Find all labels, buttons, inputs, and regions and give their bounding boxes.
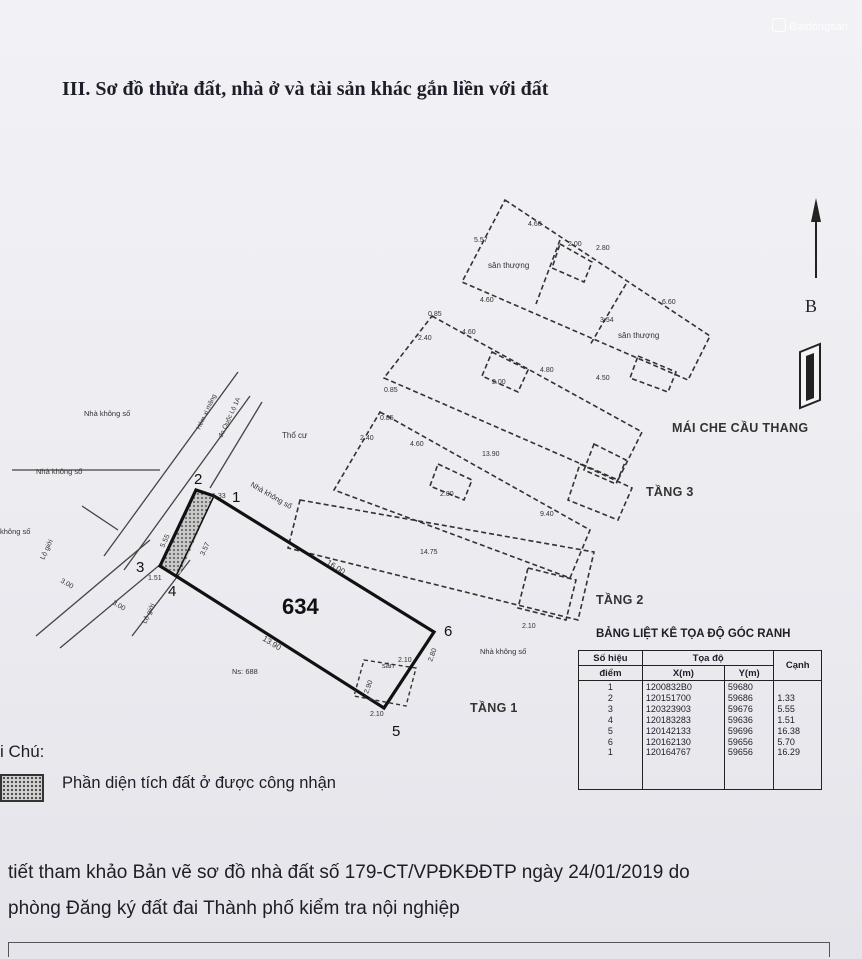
parcel-number: 634 [282, 594, 319, 619]
floor-label-2: TẦNG 2 [596, 592, 644, 607]
row-label-2: Lộ giới [141, 602, 157, 625]
dim-cover-450: 4.50 [596, 375, 610, 382]
header-x: X(m) [641, 665, 725, 681]
dim-151: 1.51 [148, 575, 162, 582]
dim-f3-940: 9.40 [540, 511, 554, 518]
header-point: Số hiệu [578, 650, 643, 666]
coords-table-title: BẢNG LIỆT KÊ TỌA ĐỘ GÓC RANH [596, 628, 791, 640]
dim-f2-210: 2.10 [522, 623, 536, 630]
dim-top-1600: 16.00 [325, 558, 347, 577]
floor-label-roof: MÁI CHE CẦU THANG [672, 420, 808, 435]
dim-cover-240: 2.40 [418, 335, 432, 342]
dim-yard-210: 2.10 [398, 657, 412, 664]
dim-yard-210b: 2.10 [370, 711, 384, 718]
dim-lane-300b: 3.00 [111, 600, 126, 613]
dim-rooftop-557: 5.57 [474, 237, 488, 244]
row-label-1: Lộ giới [39, 538, 55, 561]
watermark-logo-icon [772, 18, 787, 32]
dim-rooftop-354: 3.54 [600, 317, 614, 324]
neighbor-label-1: Nhà không số [84, 409, 131, 418]
dim-f2-1475: 14.75 [420, 549, 438, 556]
dim-rooftop-right: 6.60 [662, 299, 676, 306]
rooftop-plan [460, 198, 712, 394]
dim-cover-200: 2.00 [492, 379, 506, 386]
parcel-634 [157, 488, 437, 711]
dim-133: 1.33 [212, 493, 226, 500]
dim-cover-480: 4.80 [540, 367, 554, 374]
yard-label: sân [382, 661, 394, 670]
land-type-label: Thổ cư [282, 431, 308, 440]
dim-f3-240: 2.40 [360, 435, 374, 442]
north-arrow-icon [811, 198, 821, 278]
footer-line-2: phòng Đăng ký đất đai Thành phố kiểm tra… [8, 898, 460, 919]
dim-lane-300a: 3.00 [59, 578, 74, 591]
floor2-plan [287, 499, 595, 621]
legend-title: i Chú: [0, 742, 45, 761]
dim-rooftop-top: 4.60 [528, 221, 542, 228]
header-point-2: điểm [578, 665, 643, 681]
stair-roof-plan [382, 314, 644, 486]
dim-f3-085: 0.85 [380, 415, 394, 422]
floor-label-3: TẦNG 3 [646, 484, 694, 499]
dim-rooftop-bottom: 4.60 [480, 297, 494, 304]
dim-yard-290: 2.90 [363, 679, 374, 694]
dim-f3-1390: 13.90 [482, 451, 500, 458]
bottom-box-edge [8, 942, 830, 957]
point-6: 6 [444, 623, 452, 640]
alley-label: Hẻm xi măng [195, 393, 218, 431]
dim-rooftop-200: 2.00 [568, 241, 582, 248]
dim-cover-460: 4.60 [462, 329, 476, 336]
point-2: 2 [194, 471, 202, 488]
header-y: Y(m) [723, 665, 775, 681]
neighbor-label-3: không số [0, 527, 31, 536]
point-3: 3 [136, 559, 144, 576]
neighbor-label-5: Nhà không số [480, 647, 527, 656]
floor3-plan [332, 410, 634, 580]
dim-yard-280: 2.80 [427, 647, 438, 662]
header-coord: Tọa độ [641, 650, 775, 666]
highway-label: đo Quốc Lộ 1A [216, 395, 243, 439]
point-1: 1 [232, 489, 240, 506]
dim-rooftop-280: 2.80 [596, 245, 610, 252]
footer-line-1: tiết tham khảo Bản vẽ sơ đồ nhà đất số 1… [8, 862, 690, 883]
neighbor-label-2: Nhà không số [36, 467, 83, 476]
watermark: Batdongsan [772, 18, 848, 33]
dim-f3-200: 2.00 [440, 491, 454, 498]
dim-357: 3.57 [199, 541, 211, 556]
point-5: 5 [392, 723, 400, 740]
dim-f3-460: 4.60 [410, 441, 424, 448]
neighbor-label-4: Nhà không số [249, 480, 294, 511]
north-label: B [805, 296, 818, 316]
rooftop-label-2: sân thượng [618, 331, 659, 340]
dim-cover-085b: 0.85 [384, 387, 398, 394]
dim-cover-085: 0.85 [428, 311, 442, 318]
ns-label: Ns: 688 [232, 667, 258, 676]
rooftop-label-1: sân thượng [488, 261, 529, 270]
legend-item: Phần diện tích đất ở được công nhận [62, 774, 336, 792]
point-4: 4 [168, 583, 176, 600]
legend-swatch [0, 774, 44, 802]
header-edge: Cạnh [773, 650, 822, 681]
section-title: III. Sơ đồ thửa đất, nhà ở và tài sản kh… [62, 78, 549, 100]
floor-label-1: TẦNG 1 [470, 700, 518, 715]
stair-symbol-icon [799, 342, 821, 410]
